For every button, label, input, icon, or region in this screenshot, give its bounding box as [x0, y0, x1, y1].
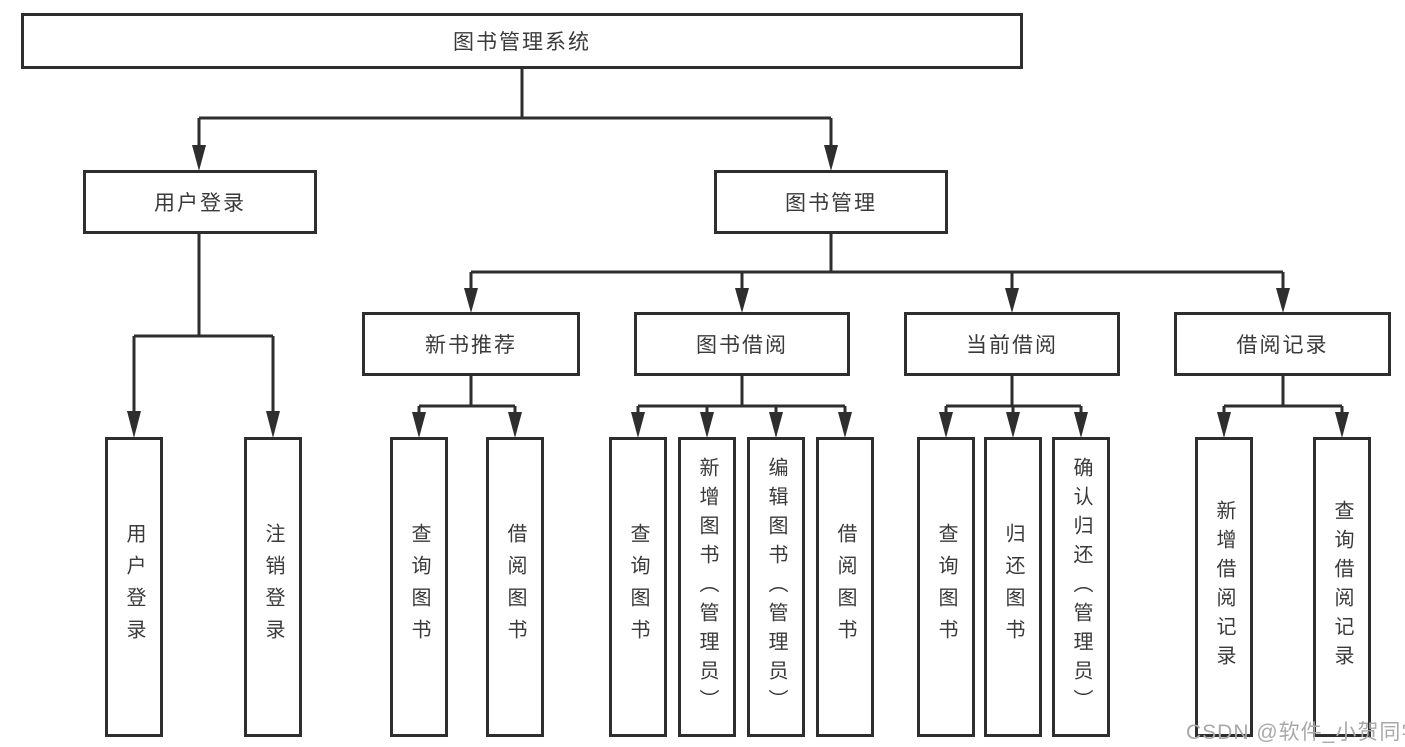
- connector-new-book-to-leaves: [412, 375, 522, 438]
- leaf-return-books: 归还图书: [984, 437, 1042, 737]
- node-book-borrow: 图书借阅: [634, 312, 850, 376]
- connector-book-management-to-level3: [464, 233, 1290, 313]
- leaf-borrow-books-recommend: 借阅图书: [486, 437, 544, 737]
- connector-borrow-record-to-leaves: [1217, 375, 1349, 438]
- connector-book-borrow-to-leaves: [631, 375, 852, 438]
- connector-root-to-level2: [192, 68, 838, 171]
- leaf-query-books-current: 查询图书: [917, 437, 975, 737]
- node-user-login: 用户登录: [83, 170, 317, 234]
- node-current-borrow: 当前借阅: [904, 312, 1120, 376]
- leaf-add-borrow-record: 新增借阅记录: [1195, 437, 1253, 737]
- node-borrow-records: 借阅记录: [1174, 312, 1391, 376]
- connector-user-login-to-leaves: [127, 233, 280, 438]
- connector-current-borrow-to-leaves: [939, 375, 1088, 438]
- node-new-book-recommend: 新书推荐: [362, 312, 580, 376]
- leaf-query-borrow-record: 查询借阅记录: [1313, 437, 1371, 737]
- leaf-confirm-return-admin: 确认归还（管理员）: [1052, 437, 1110, 737]
- node-root-system: 图书管理系统: [21, 13, 1023, 69]
- leaf-user-login: 用户登录: [105, 437, 163, 737]
- node-book-management: 图书管理: [714, 170, 948, 234]
- leaf-borrow-books: 借阅图书: [816, 437, 874, 737]
- csdn-watermark: CSDN @软件_小贺同学: [1186, 721, 1405, 744]
- leaf-logout: 注销登录: [244, 437, 302, 737]
- leaf-add-book-admin: 新增图书（管理员）: [678, 437, 736, 737]
- leaf-edit-book-admin: 编辑图书（管理员）: [747, 437, 805, 737]
- leaf-query-books-borrow: 查询图书: [609, 437, 667, 737]
- leaf-query-books-recommend: 查询图书: [390, 437, 448, 737]
